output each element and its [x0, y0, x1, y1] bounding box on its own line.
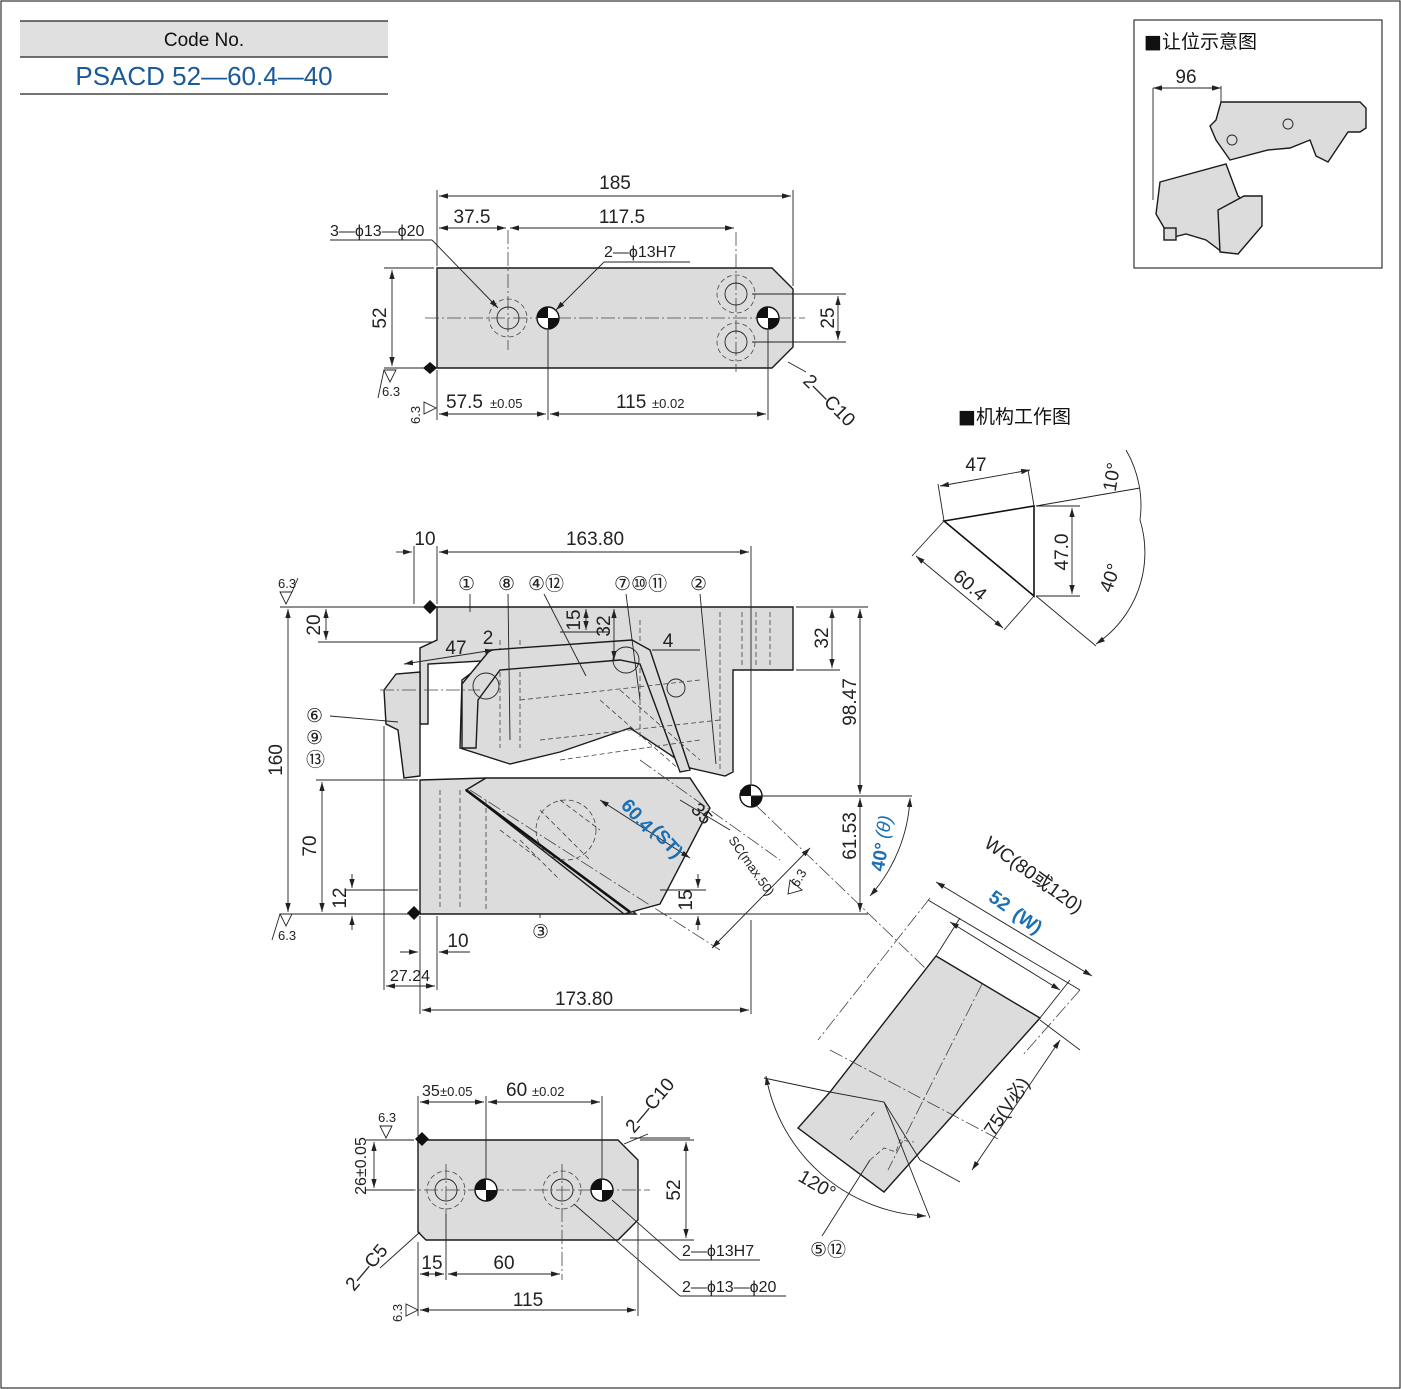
front-roughness-a: 6.3 [278, 576, 296, 591]
wedge-angle: 120° [794, 1166, 839, 1204]
bottom-hole-callout-a: 2—ϕ13—ϕ20 [682, 1279, 777, 1296]
clearance-dim: 96 [1175, 67, 1196, 88]
front-dim-173: 173.80 [555, 989, 613, 1010]
front-dim-15-top: 15 [564, 609, 585, 630]
front-dim-70: 70 [300, 835, 321, 856]
bottom-tol-35: ±0.05 [440, 1084, 472, 1099]
balloon-6: ⑥ [306, 706, 323, 727]
dowel-hole-marker [536, 306, 560, 330]
code-number-block: Code No. PSACD 52—60.4—40 [20, 20, 388, 95]
balloon-3: ③ [532, 922, 549, 943]
dowel-hole-marker [590, 1178, 614, 1202]
front-dim-15-bot: 15 [676, 889, 697, 910]
bottom-chamfer-a: 2—C10 [622, 1074, 679, 1137]
top-tol-115: ±0.02 [652, 396, 684, 411]
code-value: PSACD 52—60.4—40 [75, 61, 332, 91]
driver-block [383, 671, 421, 779]
bottom-dim-115: 115 [513, 1290, 543, 1311]
balloon-7-10-11: ⑦⑩⑪ [614, 573, 667, 595]
bottom-dim-52: 52 [664, 1179, 685, 1200]
top-dim-25: 25 [818, 307, 839, 328]
front-theta-label: (θ) [872, 814, 897, 840]
wedge-dim-w-label: (W) [1009, 904, 1046, 939]
front-theta-value: 40° [868, 841, 894, 873]
front-dim-2: 2 [483, 628, 494, 649]
front-dim-10-top: 10 [414, 529, 435, 550]
front-sc: SC(max.50) [726, 833, 778, 898]
wedge-view: 52 (W) WC(80或120) 75(V必) 120° ⑤⑫ [763, 832, 1093, 1261]
code-label: Code No. [164, 30, 244, 51]
mech-dim-47: 47 [965, 455, 986, 476]
bottom-dim-15: 15 [421, 1253, 442, 1274]
front-dim-27: 27.24 [390, 968, 430, 985]
front-dim-32-right: 32 [812, 627, 833, 648]
top-tol-57: ±0.05 [490, 396, 522, 411]
top-chamfer: 2—C10 [798, 371, 858, 431]
bottom-roughness-b: 6.3 [390, 1304, 405, 1322]
front-dim-12: 12 [330, 887, 351, 908]
top-dim-52: 52 [370, 307, 391, 328]
top-dim-57: 57.5 [446, 392, 483, 413]
bottom-dim-60b: 60 [493, 1253, 514, 1274]
dowel-hole-marker [756, 306, 780, 330]
wedge-body [796, 955, 1042, 1193]
front-dim-4: 4 [663, 631, 674, 652]
balloon-8: ⑧ [498, 574, 515, 595]
front-dim-10-bot: 10 [447, 931, 468, 952]
bottom-dim-60: 60 [506, 1080, 527, 1101]
top-view: 185 37.5 117.5 3—ϕ13—ϕ20 2—ϕ13H7 52 25 2… [330, 173, 859, 431]
wedge-dim-v: 75(V必) [980, 1073, 1035, 1140]
bottom-tol-60: ±0.02 [532, 1084, 564, 1099]
bottom-dim-26: 26±0.05 [353, 1137, 370, 1195]
top-dim-37: 37.5 [454, 207, 491, 228]
clearance-inset: ■让位示意图 96 [1133, 19, 1383, 269]
bottom-chamfer-b: 2—C5 [342, 1240, 393, 1295]
code-label-band [20, 21, 388, 57]
top-hole-callout-b: 2—ϕ13H7 [604, 244, 676, 261]
top-dim-185: 185 [599, 173, 631, 194]
front-dim-98: 98.47 [840, 678, 861, 726]
front-dim-20: 20 [304, 614, 325, 635]
bottom-plate [417, 1139, 639, 1241]
top-dim-115: 115 [616, 392, 646, 413]
front-dim-61: 61.53 [840, 812, 861, 860]
bottom-view: 35 ±0.05 60 ±0.02 2—C10 26±0.05 6.3 52 2… [342, 1074, 786, 1322]
wedge-dim-w: 52 [984, 887, 1013, 916]
balloon-4-12: ④⑫ [528, 573, 564, 595]
front-roughness-b: 6.3 [278, 928, 296, 943]
balloon-9: ⑨ [306, 728, 323, 749]
front-dim-47: 47 [445, 638, 466, 659]
balloon-1: ① [458, 574, 475, 595]
mech-angle-10: 10° [1100, 461, 1126, 493]
mech-angle-40: 40° [1096, 561, 1126, 595]
front-view: 10 163.80 ① ⑧ ④⑫ ⑦⑩⑪ ② 20 15 32 47 2 4 [266, 529, 1001, 1041]
balloon-2: ② [690, 574, 707, 595]
clearance-inset-title: ■让位示意图 [1144, 31, 1257, 53]
wedge-balloon: ⑤⑫ [810, 1239, 846, 1261]
bottom-roughness-a: 6.3 [378, 1110, 396, 1125]
front-dim-163: 163.80 [566, 529, 624, 550]
mechanism-diagram: ■机构工作图 47 47.0 60.4 10° 40° [911, 406, 1146, 647]
bottom-hole-callout-b: 2—ϕ13H7 [682, 1243, 754, 1260]
top-dim-117: 117.5 [599, 207, 645, 228]
balloon-13: ⑬ [306, 749, 325, 771]
top-roughness-a: 6.3 [382, 384, 400, 399]
front-dim-160: 160 [266, 744, 287, 776]
bottom-dim-35: 35 [422, 1083, 440, 1100]
top-roughness-b: 6.3 [408, 406, 423, 424]
dowel-hole-marker [474, 1178, 498, 1202]
front-roughness-c: 6.3 [788, 866, 810, 889]
mech-dim-47v: 47.0 [1052, 534, 1073, 571]
front-dim-32-mid: 32 [594, 615, 615, 636]
mechanism-title: ■机构工作图 [958, 406, 1071, 428]
top-hole-callout-a: 3—ϕ13—ϕ20 [330, 223, 425, 240]
